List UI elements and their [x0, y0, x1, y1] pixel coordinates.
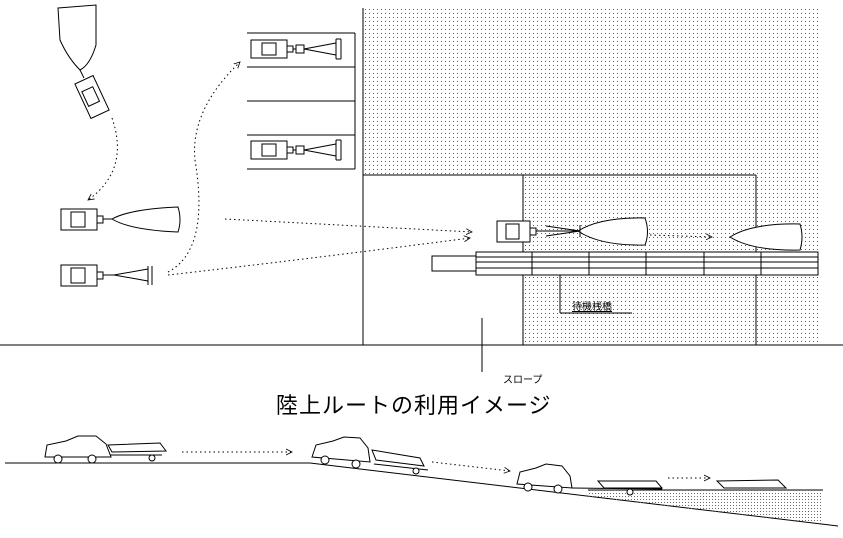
underwater-slope [588, 490, 823, 524]
waiting-pier [431, 251, 819, 276]
movement-paths [88, 62, 712, 276]
car-launching-boat [496, 217, 648, 246]
diagram-title: 陸上ルートの利用イメージ [276, 394, 552, 419]
pier-label-leader [559, 275, 632, 314]
section-movement-paths [182, 452, 710, 478]
waiting-pier-label: 待機桟橋 [572, 302, 612, 313]
car-with-empty-trailer [60, 264, 153, 287]
side-car-on-slope [311, 436, 429, 475]
side-floating-boat [715, 479, 788, 489]
parked-car-trailer-1 [250, 38, 342, 60]
turning-car-with-boat [57, 4, 110, 120]
side-car-with-boat [44, 435, 167, 464]
parked-car-trailer-2 [250, 139, 342, 161]
floating-boat [729, 223, 803, 251]
side-car-launching [516, 463, 664, 496]
slope-label: スロープ [503, 375, 543, 386]
car-with-boat-trailer [60, 206, 181, 233]
parking-stalls [247, 32, 356, 170]
